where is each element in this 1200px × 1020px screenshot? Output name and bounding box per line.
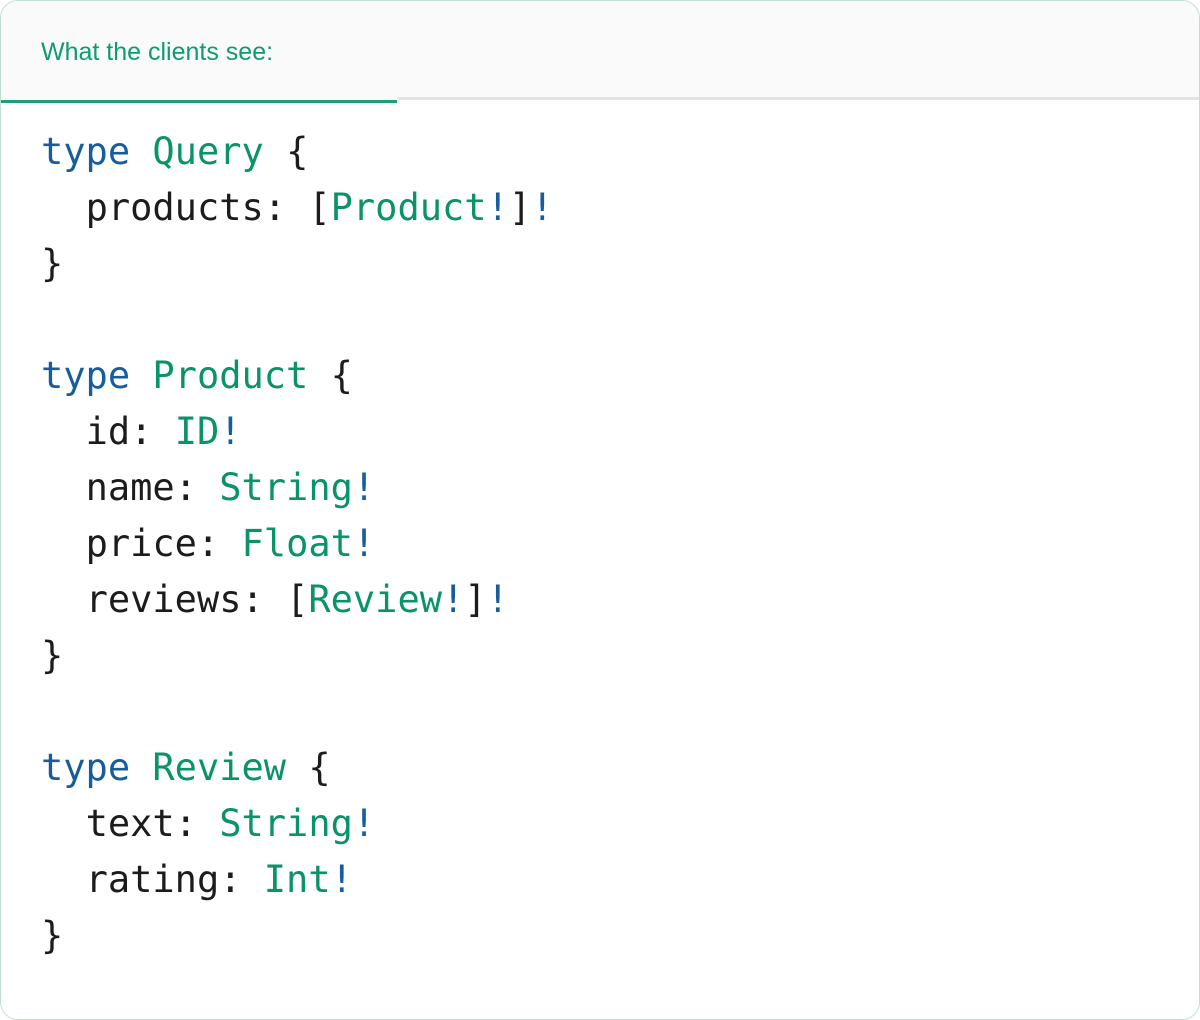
code-token-punct [264, 130, 286, 173]
code-line: name: String! [41, 460, 1159, 516]
code-line: id: ID! [41, 404, 1159, 460]
code-token-scalar: String [219, 802, 353, 845]
code-token-punct: : [219, 858, 264, 901]
code-token-typename: Product [330, 186, 487, 229]
code-token-punct [308, 354, 330, 397]
code-token-punct: ] [508, 186, 532, 229]
code-token-field: rating [85, 858, 220, 901]
code-line: type Query { [41, 124, 1159, 180]
code-token-bang: ! [330, 858, 353, 901]
code-token-field: name [85, 466, 175, 509]
code-token-punct: : [196, 522, 242, 565]
code-token-typename: Review [152, 746, 287, 789]
code-viewer[interactable]: type Query { products: [Product!]! } typ… [1, 100, 1199, 1019]
code-line: } [41, 908, 1159, 964]
code-token-brace: { [308, 746, 331, 789]
code-line: reviews: [Review!]! [41, 572, 1159, 628]
code-token-bang: ! [531, 186, 554, 229]
code-token-keyword: type [41, 746, 131, 789]
code-token-field: text [85, 802, 175, 845]
code-line: price: Float! [41, 516, 1159, 572]
code-token-punct: [ [286, 578, 309, 621]
code-token-punct: [ [308, 186, 331, 229]
code-token-field: price [85, 522, 197, 565]
code-token-bang: ! [352, 466, 376, 509]
code-token-bang: ! [442, 578, 465, 621]
code-line: type Review { [41, 740, 1159, 796]
code-token-bang: ! [486, 578, 509, 621]
code-token-field: products [85, 186, 264, 229]
code-token-bang: ! [352, 802, 376, 845]
code-token-punct: : [174, 466, 220, 509]
code-token-punct [130, 354, 152, 397]
code-token-brace: } [41, 634, 64, 677]
tab-bar: What the clients see: [1, 1, 1199, 103]
code-line: } [41, 236, 1159, 292]
code-line: rating: Int! [41, 852, 1159, 908]
code-token-scalar: Int [263, 858, 331, 901]
code-token-keyword: type [41, 130, 131, 173]
graphql-schema-code: type Query { products: [Product!]! } typ… [41, 124, 1159, 964]
code-token-typename: Review [308, 578, 442, 621]
code-token-punct: : [130, 410, 175, 453]
code-token-punct: : [241, 578, 287, 621]
code-token-punct [286, 746, 308, 789]
code-token-brace: } [41, 242, 64, 285]
code-token-typename: Query [152, 130, 264, 173]
code-token-field: id [85, 410, 131, 453]
code-token-scalar: String [219, 466, 353, 509]
tab-what-the-clients-see[interactable]: What the clients see: [1, 1, 397, 103]
code-line: } [41, 628, 1159, 684]
code-line [41, 292, 1159, 348]
code-token-punct: ] [464, 578, 487, 621]
tab-label: What the clients see: [41, 38, 274, 66]
code-token-punct: : [263, 186, 309, 229]
code-token-keyword: type [41, 354, 131, 397]
code-token-brace: { [330, 354, 353, 397]
code-token-punct: : [174, 802, 220, 845]
code-token-brace: } [41, 914, 64, 957]
code-line: products: [Product!]! [41, 180, 1159, 236]
code-token-bang: ! [486, 186, 509, 229]
code-token-punct [130, 130, 152, 173]
code-token-typename: Product [152, 354, 309, 397]
code-token-scalar: ID [174, 410, 220, 453]
code-token-bang: ! [219, 410, 242, 453]
code-token-bang: ! [352, 522, 376, 565]
code-line [41, 684, 1159, 740]
code-token-brace: { [286, 130, 309, 173]
code-line: type Product { [41, 348, 1159, 404]
code-line: text: String! [41, 796, 1159, 852]
code-token-field: reviews [85, 578, 242, 621]
code-token-punct [130, 746, 152, 789]
code-token-scalar: Float [241, 522, 353, 565]
